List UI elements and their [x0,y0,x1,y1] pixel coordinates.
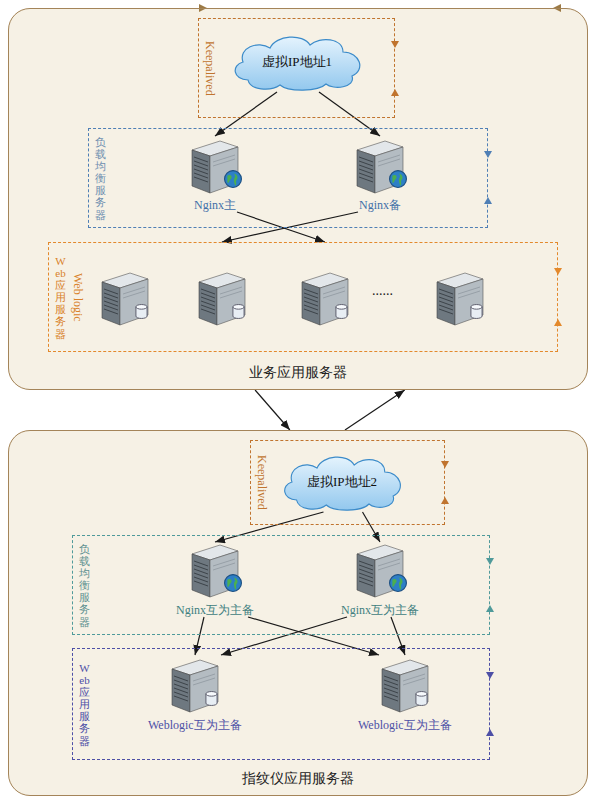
load-balancer-box: 负载均衡服务器 Nginx主 Nginx备 [88,128,488,228]
load-balancer-box: 负载均衡服务器 Nginx互为主备 Nginx互为主备 [72,535,490,635]
server-label: Nginx备 [359,198,401,212]
connector [255,390,290,430]
connector [363,512,381,542]
group-label: Keepalived [203,41,217,96]
connector [345,390,405,430]
keepalived-box: Keepalived 虚拟IP地址2 [250,440,445,525]
ellipsis-label: ...... [372,283,393,300]
group-label: 业务应用服务器 [249,365,347,382]
group-label: 指纹仪应用服务器 [242,771,354,788]
web-server-box: Web应用服务器 Weblogic互为主备 Weblogic互为主备 [72,648,490,760]
server-node: Nginx互为主备 [160,542,270,617]
connector [215,512,324,542]
server-node: Nginx主 [160,136,270,212]
group-label: Keepalived [255,455,269,510]
connector [215,92,277,136]
group-label: Web logic [71,273,85,322]
connector [222,212,358,242]
server-label: Nginx互为主备 [341,603,419,617]
server-label: Nginx主 [194,198,236,212]
server-label: Weblogic互为主备 [358,718,452,732]
virtual-ip-cloud: 虚拟IP地址2 [278,450,408,512]
cloud-label: 虚拟IP地址2 [307,474,377,490]
server-label: Weblogic互为主备 [148,718,242,732]
server-node: Nginx互为主备 [325,542,435,617]
server-label: Nginx互为主备 [176,603,254,617]
connector [221,617,347,655]
server-group-panel: 业务应用服务器 Keepalived 虚拟IP地址1 负载均衡服务器 Nginx主 Ngi… [8,8,588,390]
virtual-ip-cloud: 虚拟IP地址1 [228,30,368,92]
cloud-label: 虚拟IP地址1 [262,54,332,70]
connector [319,92,380,136]
server-group-panel: 指纹仪应用服务器 Keepalived 虚拟IP地址2 负载均衡服务器 Nginx互为主… [8,430,588,796]
vertical-label: Web应用服务器 [79,662,90,747]
server-node: Nginx备 [325,136,435,212]
connector [195,617,204,655]
connector [237,212,325,242]
server-node: Weblogic互为主备 [340,655,470,732]
connector [248,617,379,655]
server-node: Weblogic互为主备 [130,655,260,732]
vertical-label: 负载均衡服务器 [95,136,106,221]
vertical-label: Web应用服务器 [55,255,66,340]
connector [391,617,405,655]
keepalived-box: Keepalived 虚拟IP地址1 [198,18,395,118]
web-server-box: Web应用服务器 Web logic [48,242,558,352]
vertical-label: 负载均衡服务器 [79,543,90,628]
